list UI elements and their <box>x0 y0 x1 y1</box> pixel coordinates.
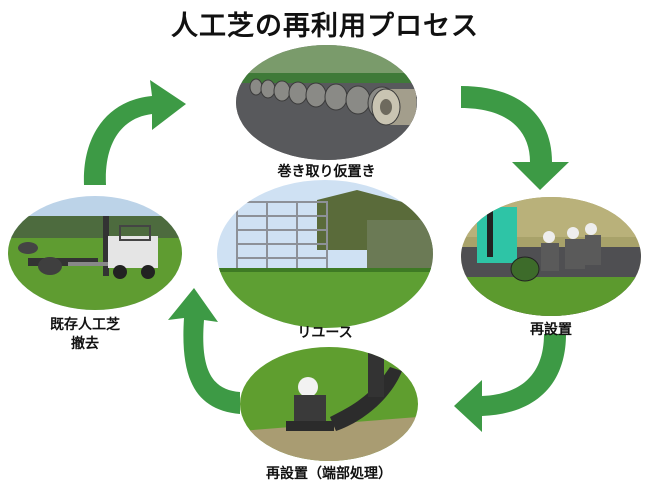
photo-rollup <box>236 45 417 160</box>
photo-removal <box>8 196 182 310</box>
photo-edge <box>240 347 418 461</box>
page-title: 人工芝の再利用プロセス <box>171 11 479 42</box>
label-rollup: 巻き取り仮置き <box>277 164 376 180</box>
label-reinstall: 再設置 <box>530 322 572 338</box>
photo-reuse <box>217 180 433 328</box>
label-removal-line1: 既存人工芝 <box>50 317 120 333</box>
label-reuse: リユース <box>297 325 353 341</box>
label-removal-line2: 撤去 <box>71 336 99 352</box>
label-removal: 既存人工芝 撤去 <box>40 316 130 354</box>
arrow-rollup-to-reinstall <box>461 86 569 190</box>
arrow-reinstall-to-edge <box>454 334 566 432</box>
photo-reinstall <box>461 197 641 316</box>
arrow-edge-to-reuse <box>168 288 240 414</box>
arrow-removal-to-rollup <box>83 80 186 185</box>
label-edge: 再設置（端部処理） <box>266 466 392 482</box>
